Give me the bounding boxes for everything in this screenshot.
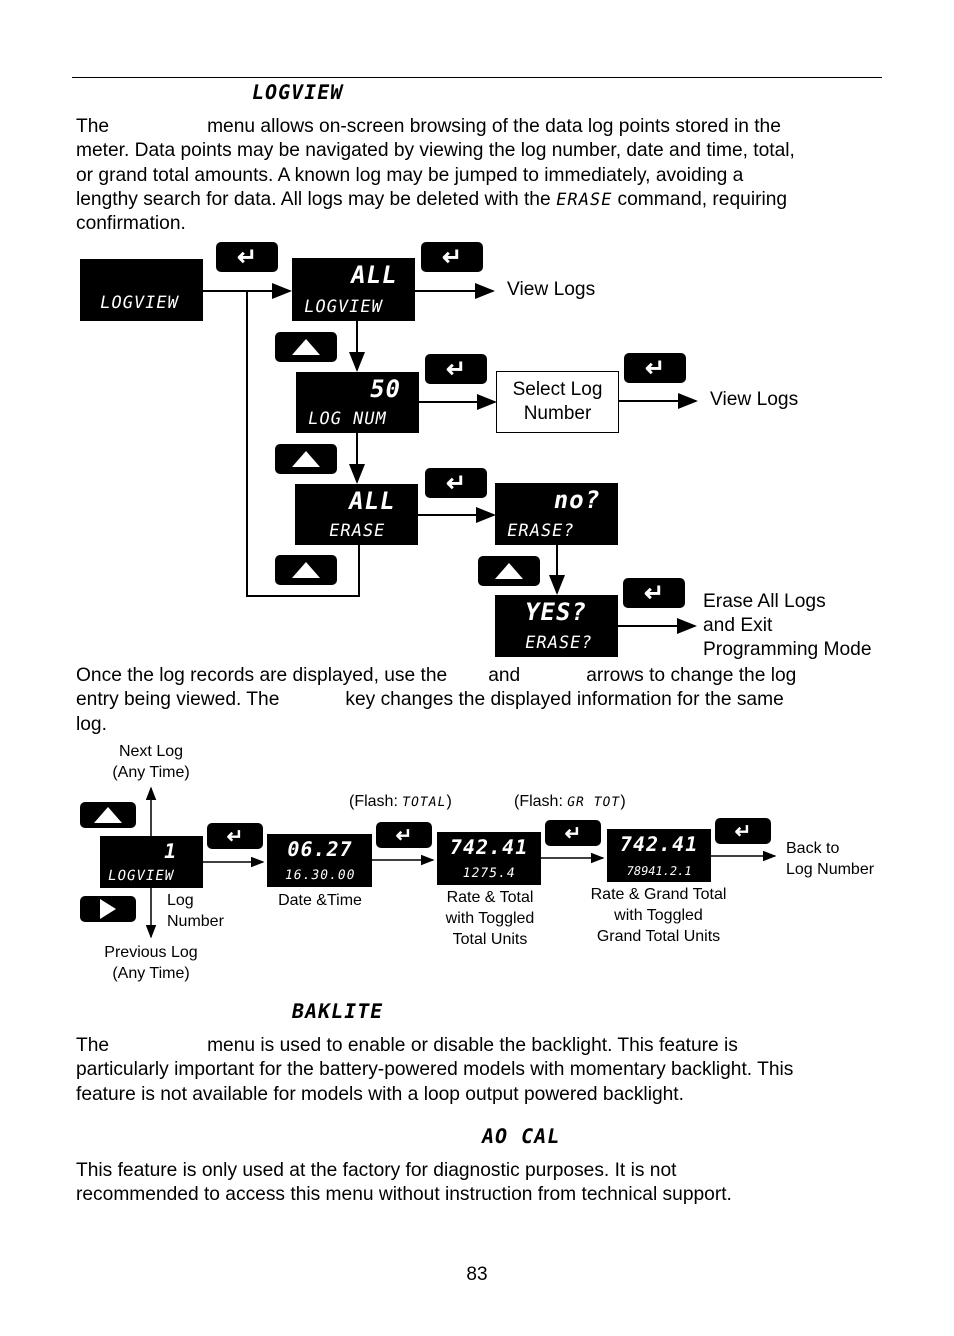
section-baklite-header: BAKLITE <box>289 999 386 1023</box>
display-log-num: 50 LOG NUM <box>296 372 419 433</box>
display-yes-erase: YES? ERASE? <box>495 595 618 657</box>
date-time-caption: Date &Time <box>278 892 362 909</box>
display-all-erase: ALL ERASE <box>295 484 418 545</box>
up-arrow-key-icon <box>80 802 136 828</box>
up-arrow-key-icon <box>275 444 337 474</box>
enter-key-icon: ↵ <box>425 354 487 384</box>
display-log-1: 1 LOGVIEW <box>100 836 203 888</box>
flash-grand-total-label: (Flash: GR TOT) <box>514 793 626 810</box>
header-rule <box>72 77 882 78</box>
enter-key-icon: ↵ <box>376 822 432 848</box>
enter-key-icon: ↵ <box>216 242 278 272</box>
flash-total-label: (Flash: TOTAL) <box>349 793 452 810</box>
display-rate-grand-total: 742.41 78941.2.1 <box>607 829 711 882</box>
section-ao-cal-header: AO CAL <box>479 1124 563 1148</box>
enter-key-icon: ↵ <box>545 820 601 846</box>
next-log-label: Next Log(Any Time) <box>112 743 190 781</box>
up-arrow-key-icon <box>275 555 337 585</box>
log-navigation-description: Once the log records are displayed, use … <box>76 665 797 735</box>
enter-key-icon: ↵ <box>624 353 686 383</box>
view-logs-label: View Logs <box>507 279 596 300</box>
up-arrow-key-icon <box>478 556 540 586</box>
right-arrow-key-icon <box>80 896 136 922</box>
back-to-log-number-caption: Back to Log Number <box>786 840 875 878</box>
rate-grand-total-caption: Rate & Grand Total with Toggled Grand To… <box>590 886 727 945</box>
display-no-erase: no? ERASE? <box>495 483 618 545</box>
enter-key-icon: ↵ <box>421 242 483 272</box>
enter-key-icon: ↵ <box>425 468 487 498</box>
display-all-logview: ALL LOGVIEW <box>292 258 415 321</box>
display-rate-total: 742.41 1275.4 <box>437 832 541 885</box>
view-logs-label: View Logs <box>710 389 799 410</box>
display-date-time: 06.27 16.30.00 <box>267 834 372 887</box>
page-number: 83 <box>466 1264 488 1285</box>
enter-key-icon: ↵ <box>715 818 771 844</box>
enter-key-icon: ↵ <box>207 823 263 849</box>
previous-log-label: Previous Log(Any Time) <box>104 944 198 982</box>
enter-key-icon: ↵ <box>623 578 685 608</box>
ao-cal-description: This feature is only used at the factory… <box>76 1160 732 1206</box>
up-arrow-key-icon <box>275 332 337 362</box>
erase-all-logs-label: Erase All Logs and Exit Programming Mode <box>703 591 872 660</box>
rate-total-caption: Rate & Total with Toggled Total Units <box>445 889 535 948</box>
display-logview: LOGVIEW <box>80 259 203 321</box>
